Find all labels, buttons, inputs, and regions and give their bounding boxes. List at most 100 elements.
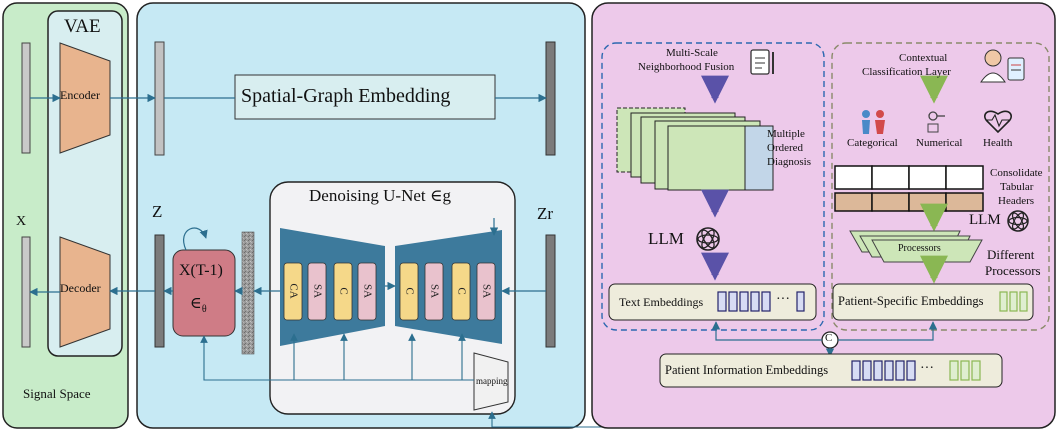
unet-block — [399, 262, 419, 321]
consolidate-label-1: Consolidate — [990, 167, 1043, 179]
tabular-header-cell — [871, 165, 910, 190]
zr-bar — [545, 234, 556, 348]
latent-bar-top-right — [545, 41, 556, 156]
theta-label: ∈θ — [190, 293, 207, 315]
numerical-icon — [927, 111, 945, 133]
patient-info-cells — [851, 360, 981, 381]
patient-info-label: Patient Information Embeddings — [665, 363, 829, 377]
diagnosis-label-1: Multiple — [767, 128, 805, 140]
fusion-label-1: Multi-Scale — [666, 47, 718, 59]
patient-info-ellipsis: ··· — [920, 361, 934, 376]
clipboard-pen-icon — [750, 49, 774, 75]
zr-label: Zr — [537, 204, 554, 223]
unet-block-label: C — [455, 287, 467, 294]
diagnosis-stack — [616, 107, 774, 191]
embedding-cell — [1019, 291, 1028, 312]
tabular-headers — [834, 165, 984, 212]
vae-title: VAE — [64, 16, 101, 37]
heart-icon — [983, 110, 1013, 134]
tabular-header-cell — [945, 165, 984, 190]
patient-specific-label: Patient-Specific Embeddings — [838, 294, 984, 308]
unet-block — [476, 262, 496, 321]
decoder-label: Decoder — [60, 281, 101, 295]
x-label: X — [16, 214, 27, 229]
health-label: Health — [983, 137, 1013, 149]
unet-block-label: SA — [428, 284, 440, 298]
tabular-value-cell — [834, 192, 873, 212]
unet-block — [357, 262, 377, 321]
z-label: Z — [152, 202, 163, 221]
unet-title: Denoising U-Net ∈g — [309, 186, 451, 205]
diagnosis-label-2: Ordered — [767, 142, 804, 154]
embedding-cell — [750, 291, 760, 312]
concat-symbol: C — [825, 332, 833, 344]
fusion-label-2: Neighborhood Fusion — [638, 61, 735, 73]
spatial-graph-label: Spatial-Graph Embedding — [241, 85, 451, 107]
z-bar — [154, 234, 165, 348]
mapping-label: mapping — [476, 376, 508, 386]
unet-block-label: C — [337, 287, 349, 294]
doctor-icon — [980, 49, 1025, 83]
llm-right-label: LLM — [969, 212, 1001, 228]
unet-block — [283, 262, 303, 321]
theta-symbol: ∈ — [190, 295, 202, 312]
embedding-cell — [739, 291, 749, 312]
signal-space-panel — [2, 2, 129, 429]
tabular-header-cell — [908, 165, 947, 190]
right-dashed-group — [831, 42, 1050, 331]
processor-shapes — [849, 230, 983, 263]
tabular-value-cell — [871, 192, 910, 212]
embedding-cell — [873, 360, 883, 381]
unet-block-label: SA — [480, 284, 492, 298]
encoder-label: Encoder — [60, 88, 100, 102]
embedding-cell — [906, 360, 916, 381]
embedding-cell — [761, 291, 771, 312]
embedding-cell — [728, 291, 738, 312]
input-bar-top — [21, 42, 31, 154]
decoder-block — [59, 236, 111, 348]
tabular-header-cell — [834, 165, 873, 190]
latent-bar-top-left — [154, 41, 165, 156]
patient-specific-box — [832, 283, 1034, 321]
ctx-label-2: Classification Layer — [862, 66, 951, 78]
unet-block — [333, 262, 353, 321]
unet-block-label: CA — [287, 283, 299, 298]
embedding-cell — [862, 360, 872, 381]
x-t1-label: X(T-1) — [179, 262, 223, 279]
output-bar-bottom — [21, 236, 31, 348]
consolidate-label-2: Tabular — [1000, 181, 1034, 193]
consolidate-label-3: Headers — [998, 195, 1035, 207]
unet-block — [307, 262, 327, 321]
llm-icon-right — [1007, 210, 1029, 232]
numerical-label: Numerical — [916, 137, 963, 149]
encoder-block — [59, 42, 111, 154]
diagnosis-label-3: Diagnosis — [767, 156, 811, 168]
unet-block-label: SA — [361, 284, 373, 298]
different-processors-2: Processors — [985, 263, 1041, 278]
processors-label: Processors — [898, 243, 941, 254]
patient-specific-cells — [999, 291, 1028, 312]
tabular-value-cell — [945, 192, 984, 212]
mapping-block — [473, 352, 509, 411]
embedding-cell — [999, 291, 1008, 312]
text-embedding-cells — [717, 291, 805, 312]
embedding-cell — [971, 360, 981, 381]
theta-subscript: θ — [201, 304, 207, 316]
unet-block — [451, 262, 471, 321]
spatial-graph-box — [234, 74, 496, 120]
text-emb-ellipsis: ··· — [776, 292, 790, 307]
embedding-cell — [1009, 291, 1018, 312]
categorical-label: Categorical — [847, 137, 898, 149]
text-embeddings-label: Text Embeddings — [619, 295, 704, 309]
unet-block-label: C — [403, 287, 415, 294]
embedding-cell — [884, 360, 894, 381]
signal-space-caption: Signal Space — [23, 386, 91, 401]
unet-decoder-trapezoid — [395, 230, 502, 344]
patient-info-box — [659, 353, 1003, 388]
tabular-value-cell — [908, 192, 947, 212]
embedding-cell — [796, 291, 805, 312]
embedding-cell — [717, 291, 727, 312]
